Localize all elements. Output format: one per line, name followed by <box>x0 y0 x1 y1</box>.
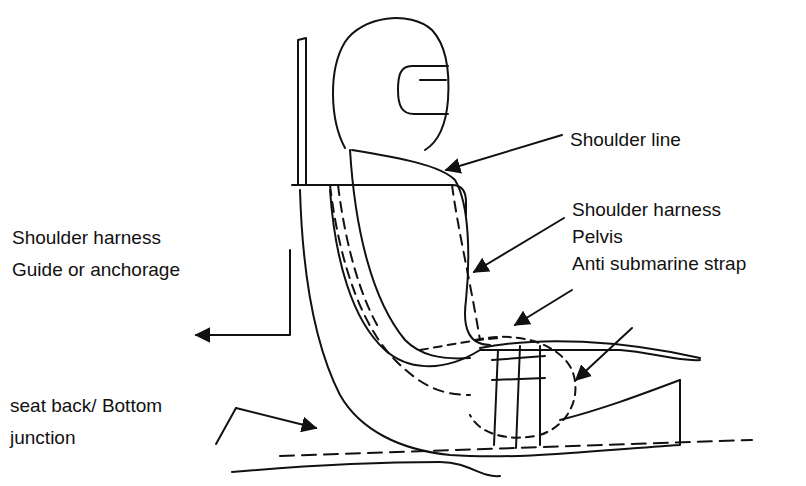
helmet <box>333 18 448 150</box>
part-label: Pelvis <box>572 223 802 250</box>
torso-back <box>350 150 470 358</box>
leader-shoulder-harness <box>474 218 564 272</box>
headrest <box>298 38 306 185</box>
leader-shoulder-line <box>446 135 562 170</box>
visor-slot <box>420 79 446 81</box>
floor-base <box>232 462 500 476</box>
leader-seat-junction-tail <box>216 408 236 444</box>
part-label: Anti submarine strap <box>572 250 802 277</box>
leader-harness-guide <box>196 250 290 335</box>
shoulder-strap-rear <box>338 185 380 330</box>
buckle <box>492 356 545 380</box>
part-label: Shoulder harness Guide or anchorage <box>12 222 204 286</box>
harness-guide <box>292 185 466 215</box>
leader-anti-submarine <box>576 328 632 380</box>
part-label: seat back/ Bottom junction <box>10 390 172 454</box>
part-label: Shoulder harness <box>572 196 802 223</box>
seat-shell-outer <box>300 190 680 456</box>
pelvis <box>470 337 575 438</box>
shoulder-strap <box>452 185 480 340</box>
floor-line <box>280 440 752 456</box>
leader-seat-junction <box>236 408 316 428</box>
leader-pelvis <box>515 290 572 325</box>
seat-cushion <box>480 341 700 358</box>
lap-belt <box>420 338 500 350</box>
part-label: Shoulder line <box>570 126 800 153</box>
shoulder-strap-back <box>330 185 470 395</box>
anti-submarine-strap <box>494 346 540 448</box>
helmet-visor <box>398 66 448 114</box>
seat-front <box>560 380 680 420</box>
